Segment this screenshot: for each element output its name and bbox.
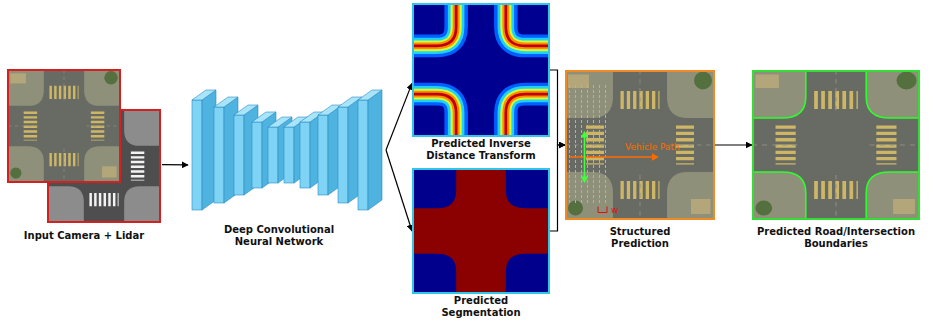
input-images: Input Camera + Lidar [6,68,162,224]
flow-arrow [386,83,412,150]
cnn-block: Deep Convolutional Neural Network [188,88,386,212]
panel-caption: Input Camera + Lidar [9,230,159,242]
panel-caption: Deep Convolutional Neural Network [213,224,345,248]
structured-panel: Vehicle PathwStructured Prediction [565,70,715,220]
image-annotation: Vehicle Path [625,142,680,153]
panel-caption: Predicted Road/Intersection Boundaries [744,226,928,250]
flow-arrow [715,144,752,145]
segmentation-map [412,168,550,294]
boundary-panel: Predicted Road/Intersection Boundaries [752,70,920,220]
camera-image [8,70,120,182]
distance-map [412,3,550,137]
panel-caption: Predicted Segmentation [419,295,543,319]
boundary-image [752,70,920,220]
flow-arrow [550,145,565,231]
image-annotation: w [611,205,618,216]
flow-arrow [550,70,565,145]
structured-image [565,70,715,220]
panel-caption: Structured Prediction [584,226,696,250]
flow-arrow [162,164,188,165]
distance-panel: Predicted Inverse Distance Transform [412,3,550,137]
panel-caption: Predicted Inverse Distance Transform [419,138,543,162]
cnn-layers [192,90,382,210]
segmentation-panel: Predicted Segmentation [412,168,550,294]
flow-arrow [386,150,412,231]
